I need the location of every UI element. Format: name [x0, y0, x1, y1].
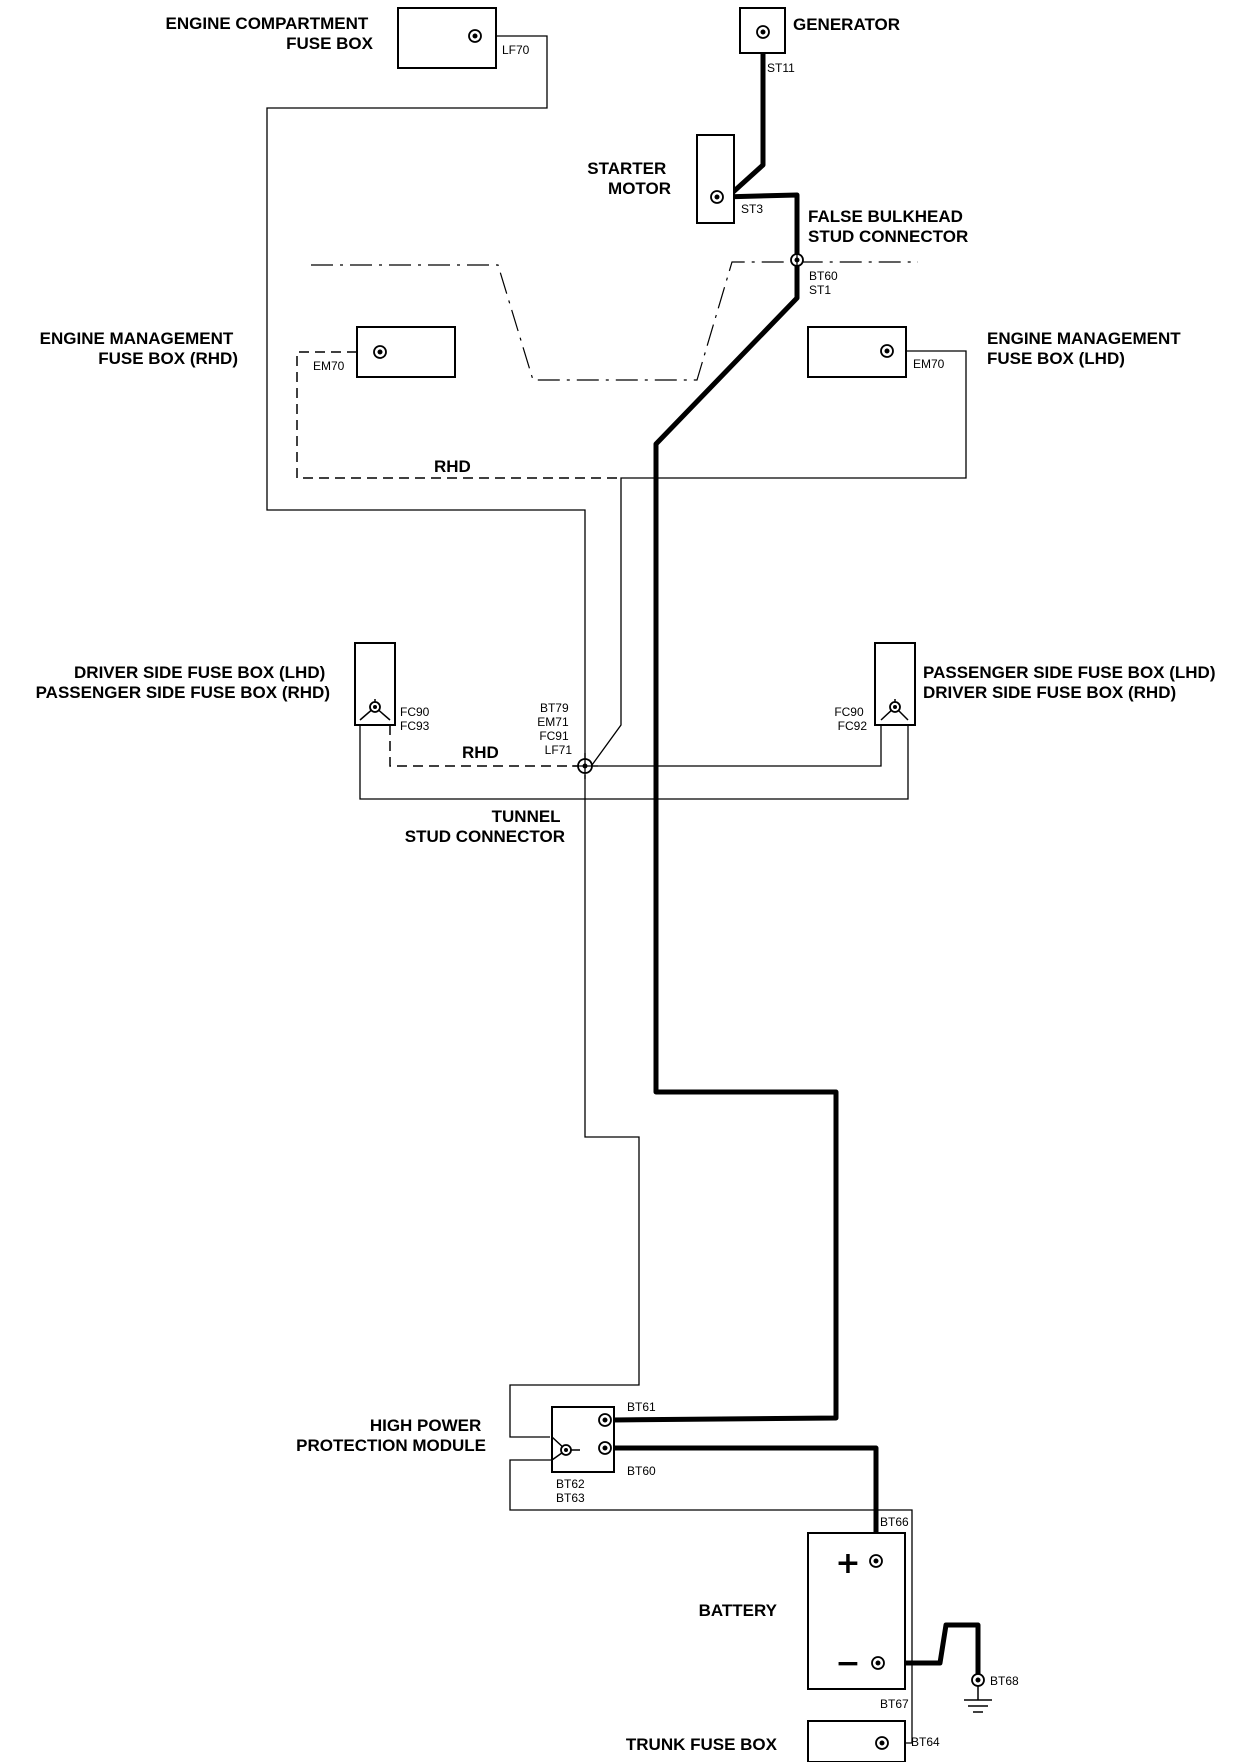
cable-bulkhead-hppm: [611, 260, 839, 1423]
label-passenger-side-fuse-box: PASSENGER SIDE FUSE BOX (LHD) DRIVER SID…: [923, 663, 1220, 702]
hppm-y-connector-icon: [551, 1436, 580, 1461]
false-bulkhead-stud-icon: [790, 250, 804, 270]
code-st11: ST11: [767, 61, 795, 75]
wire-lf70: [266, 35, 586, 765]
label-trunk-fuse-box: TRUNK FUSE BOX: [626, 1735, 778, 1754]
wire-em70-lhd: [591, 350, 967, 766]
battery-positive-icon: +: [835, 1546, 860, 1581]
code-bt62-63: BT62 BT63: [556, 1477, 588, 1505]
code-fc-right: FC90 FC92: [834, 705, 867, 733]
label-tunnel-stud-connector: TUNNEL STUD CONNECTOR: [405, 807, 565, 846]
trunk-fuse-box: [807, 1720, 906, 1762]
code-bt60: BT60: [627, 1464, 656, 1478]
code-bt64: BT64: [911, 1735, 940, 1749]
label-battery: BATTERY: [699, 1601, 778, 1620]
code-bt68: BT68: [990, 1674, 1019, 1688]
cable-generator-starter: [730, 42, 766, 195]
rhd-wire-left-fusebox: [389, 725, 580, 767]
label-engine-compartment-fuse-box: ENGINE COMPARTMENT FUSE BOX: [166, 14, 374, 53]
thin-wires: [266, 35, 967, 1744]
fuse-connector-left-icon: [359, 699, 391, 721]
cable-battery-ground: [878, 1622, 981, 1680]
battery-negative-icon: −: [835, 1646, 860, 1681]
em-fuse-box-rhd: [356, 326, 456, 378]
cable-starter-bulkhead: [721, 192, 800, 260]
thick-cables: [611, 42, 981, 1680]
tunnel-stud-icon: [572, 753, 598, 779]
bulkhead-outline: [311, 261, 918, 381]
label-driver-side-fuse-box: DRIVER SIDE FUSE BOX (LHD) PASSENGER SID…: [36, 663, 330, 702]
code-lf70: LF70: [502, 43, 530, 57]
terminals: [373, 25, 894, 1750]
label-starter-motor: STARTER MOTOR: [587, 159, 671, 198]
cable-hppm-battery: [612, 1445, 879, 1560]
wire-right-fusebox: [592, 725, 882, 767]
code-bt66: BT66: [880, 1515, 909, 1529]
code-st3: ST3: [741, 202, 763, 216]
wire-left-fusebox-loop: [359, 725, 909, 800]
label-rhd-lower: RHD: [462, 743, 499, 762]
label-engine-management-rhd: ENGINE MANAGEMENT FUSE BOX (RHD): [40, 329, 238, 368]
code-fc-left: FC90 FC93: [400, 705, 433, 733]
label-false-bulkhead-stud-connector: FALSE BULKHEAD STUD CONNECTOR: [808, 207, 968, 246]
label-generator: GENERATOR: [793, 15, 900, 34]
rhd-dashed-wires: [296, 351, 621, 767]
code-tunnel: BT79 EM71 FC91 LF71: [537, 701, 572, 757]
label-rhd-upper: RHD: [434, 457, 471, 476]
code-em70-lhd: EM70: [913, 357, 945, 371]
code-bulkhead: BT60 ST1: [809, 269, 841, 297]
battery-box: [807, 1532, 906, 1690]
wire-tunnel-hppm: [509, 775, 640, 1438]
code-em70-rhd: EM70: [313, 359, 345, 373]
code-bt61: BT61: [627, 1400, 656, 1414]
fuse-connector-right-icon: [880, 699, 909, 721]
label-engine-management-lhd: ENGINE MANAGEMENT FUSE BOX (LHD): [987, 329, 1185, 368]
code-bt67: BT67: [880, 1697, 909, 1711]
label-high-power-protection-module: HIGH POWER PROTECTION MODULE: [296, 1416, 486, 1455]
starter-motor-box: [696, 134, 735, 224]
ground-icon: [964, 1673, 992, 1713]
